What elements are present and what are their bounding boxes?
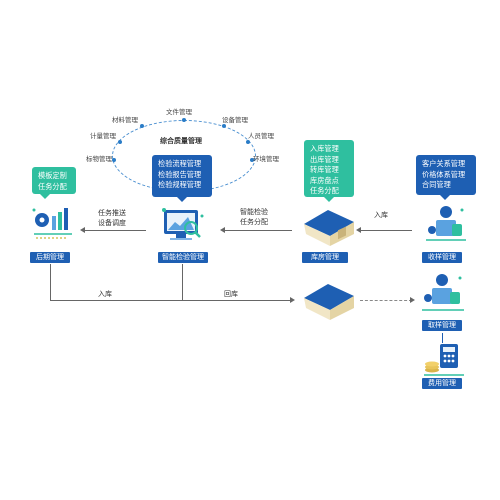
warehouse-module-label[interactable]: 库房管理 [302,252,348,263]
ring-label-environment: 环境管理 [253,155,279,163]
ring-label-sample: 标物管理 [86,155,112,163]
warehouse-box-pointer [324,197,334,202]
flow-sampling-to-warehouse-text: 入库 [374,211,388,219]
return-line [50,300,292,301]
flow-return-text: 回库 [224,290,238,298]
ring-label-material: 材料管理 [112,116,138,124]
monitor-magnifier-icon [158,204,208,252]
post-feature-2: 任务分配 [38,181,67,191]
warehouse-building-icon [300,204,358,252]
warehouse-building-icon-2 [300,278,358,326]
flow-lab-to-post-arrowhead [80,227,85,233]
ring-label-measure: 计量管理 [90,132,116,140]
calculator-coins-icon [420,342,468,382]
flow-warehouse-to-lab-line-1: 智能检验 [240,208,268,216]
sampling-features-box: 客户关系管理 价格体系管理 合同管理 [416,155,476,195]
sampling-feature-3: 合同管理 [422,180,451,189]
lab-drop-line [182,264,183,300]
ring-node-environment [250,158,254,162]
return-arrowhead [290,297,295,303]
warehouse-to-pickup-arrowhead [410,297,415,303]
flow-lab-to-post-line-2: 设备调度 [98,219,126,227]
flow-sampling-to-warehouse-line [360,230,412,231]
flow-lab-to-post-line-1: 任务推送 [98,209,126,217]
flow-lab-to-post-text: 任务推送 设备调度 [98,208,126,228]
gear-chart-icon [28,202,76,248]
pickup-module-label[interactable]: 取样管理 [422,320,462,331]
ring-label-device: 设备管理 [222,116,248,124]
ring-label-personnel: 人员管理 [248,132,274,140]
flow-post-in-text: 入库 [98,290,112,298]
lab-feature-2: 检验报告管理 [158,169,202,179]
post-box-pointer [40,194,50,199]
post-drop-line [50,264,51,300]
ring-node-sample [112,158,116,162]
ring-node-file [182,118,186,122]
lab-feature-3: 检验规程管理 [158,180,202,189]
warehouse-features-box: 入库管理 出库管理 转库管理 库房盘点 任务分配 [304,140,354,197]
flow-sampling-to-warehouse-arrowhead [356,227,361,233]
flow-warehouse-to-lab-text: 智能检验 任务分配 [240,207,268,227]
warehouse-feature-5: 任务分配 [310,186,339,195]
warehouse-feature-3: 转库管理 [310,165,339,174]
ring-center-label: 综合质量管理 [160,137,202,145]
warehouse-feature-1: 入库管理 [310,144,339,153]
lab-features-box: 检验流程管理 检验报告管理 检验规程管理 [152,155,212,197]
flow-warehouse-to-lab-line-2: 任务分配 [240,218,268,226]
warehouse-feature-2: 出库管理 [310,154,339,164]
post-feature-1: 模板定制 [38,171,67,180]
pickup-kit-icon [420,270,468,320]
sample-kit-icon [422,202,470,250]
lab-box-pointer [177,197,187,202]
flow-warehouse-to-lab-arrowhead [220,227,225,233]
ring-node-material [140,124,144,128]
sampling-feature-2: 价格体系管理 [422,169,466,179]
fee-module-label[interactable]: 费用管理 [422,378,462,389]
sampling-box-pointer [440,195,450,200]
lab-feature-1: 检验流程管理 [158,159,202,168]
post-module-label[interactable]: 后期管理 [30,252,70,263]
ring-label-file: 文件管理 [166,108,192,116]
pickup-to-fee-connector [442,333,443,343]
flow-warehouse-to-lab-line [224,230,292,231]
ring-node-measure [118,140,122,144]
lab-module-label[interactable]: 智能检验管理 [158,252,208,263]
flow-lab-to-post-line [84,230,146,231]
warehouse-feature-4: 库房盘点 [310,175,339,185]
sampling-module-label[interactable]: 收样管理 [422,252,462,263]
warehouse-to-pickup-line [360,300,412,301]
ring-node-personnel [246,140,250,144]
post-features-box: 模板定制 任务分配 [32,167,76,194]
ring-node-device [222,124,226,128]
sampling-feature-1: 客户关系管理 [422,159,466,168]
